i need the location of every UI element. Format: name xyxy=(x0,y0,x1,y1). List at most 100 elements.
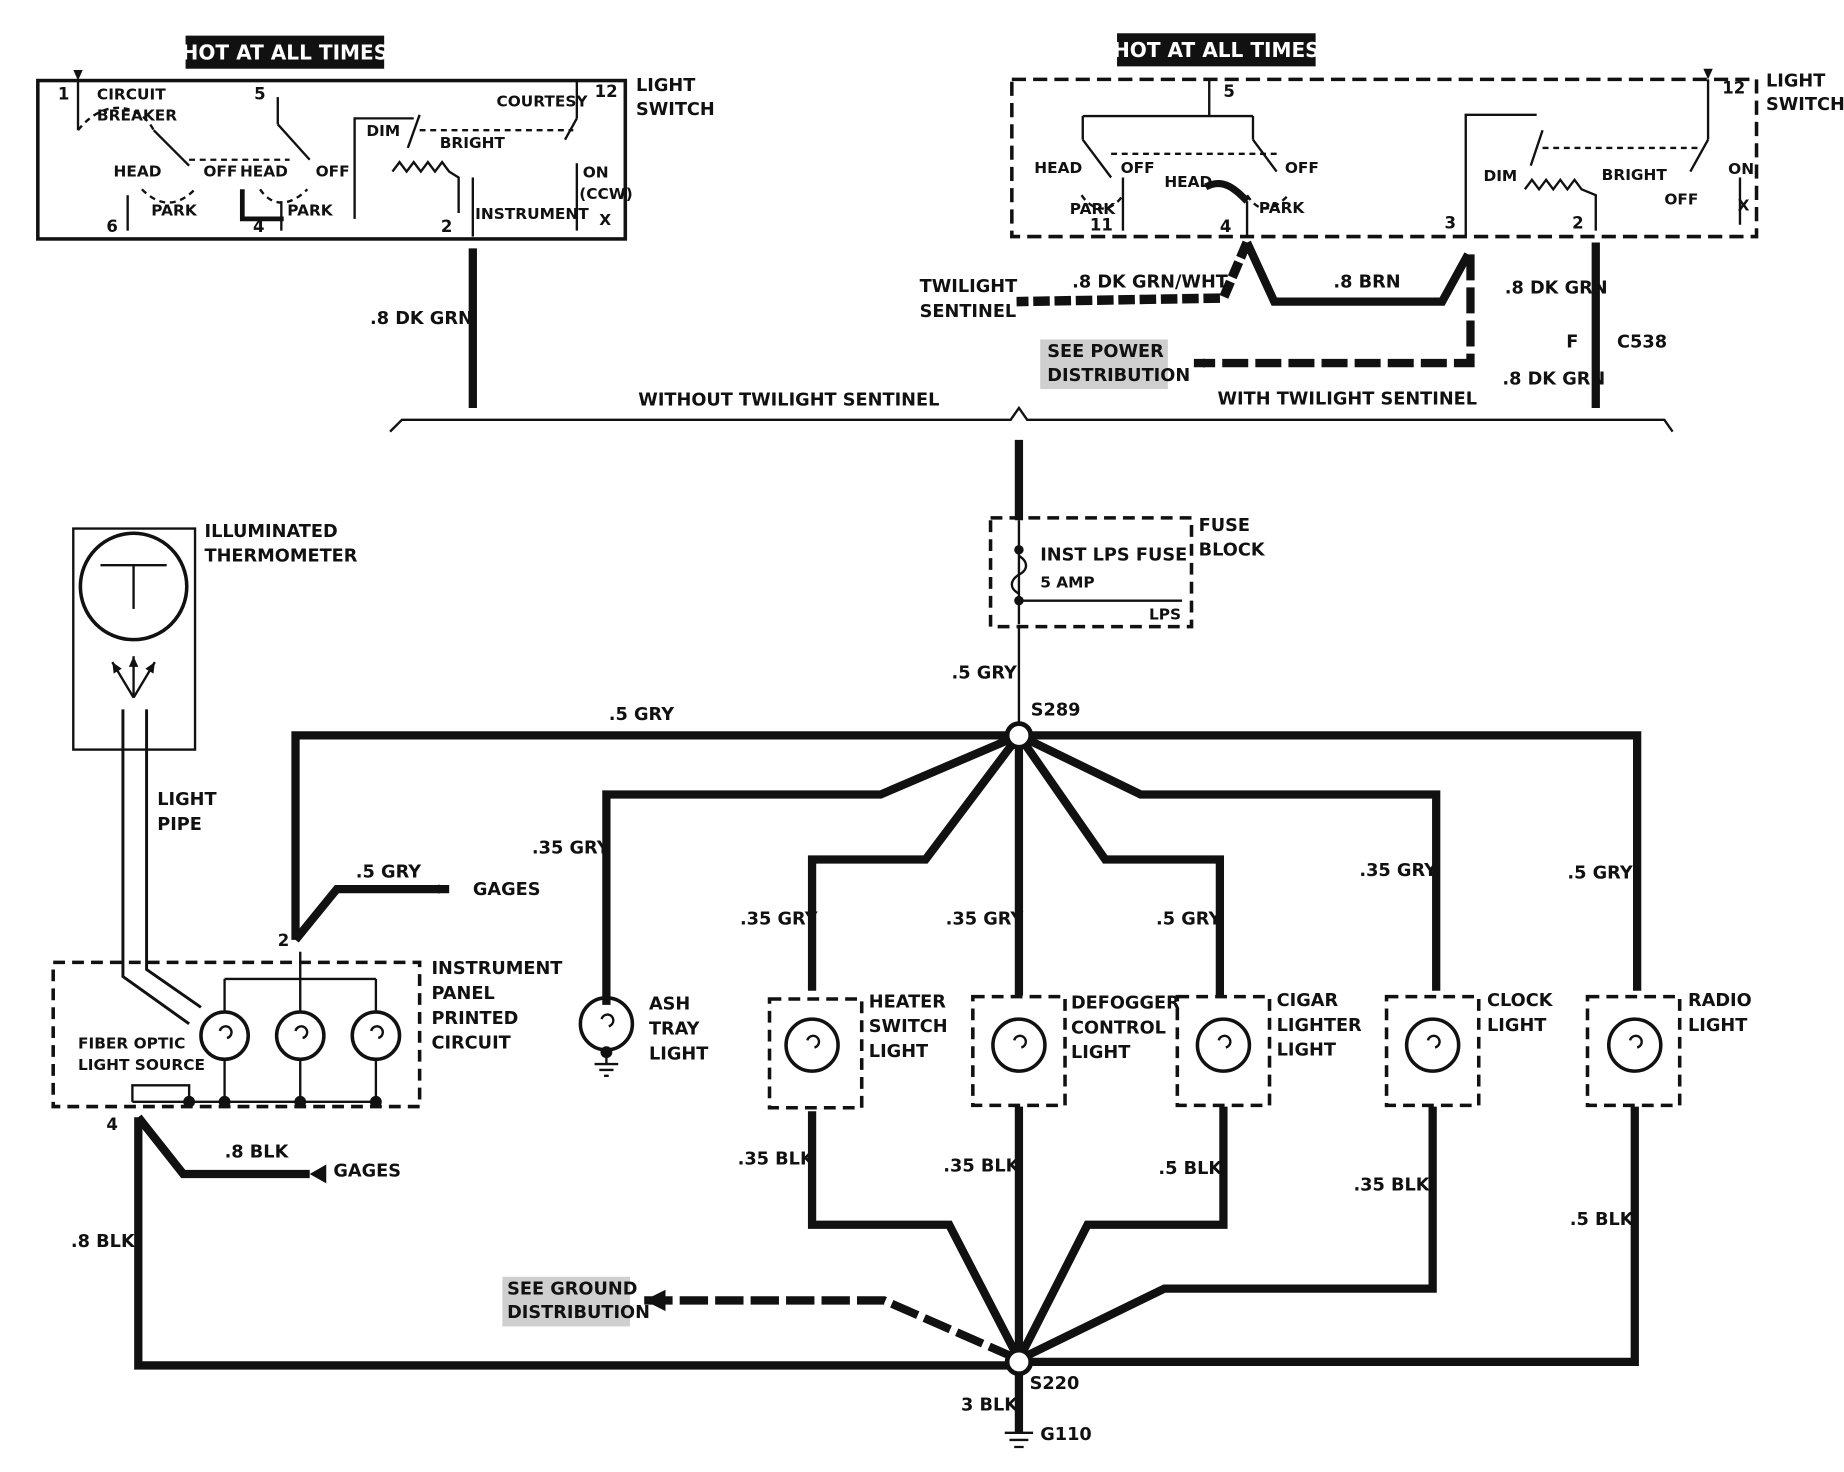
pin-6: 6 xyxy=(106,217,118,236)
ipc-bulb-2 xyxy=(274,978,326,1108)
wire-5-blk-cigar-label: .5 BLK xyxy=(1158,1159,1223,1179)
wire-5-blk-cigar xyxy=(1015,1106,1228,1362)
fuse-block: INST LPS FUSE 5 AMP LPS FUSE BLOCK xyxy=(988,516,1266,629)
wire-8-dk-grn-wht xyxy=(1016,240,1252,307)
heater-l3: LIGHT xyxy=(869,1042,928,1062)
ash-l1: ASH xyxy=(649,995,690,1015)
defog-l3: LIGHT xyxy=(1071,1043,1130,1063)
ash-l3: LIGHT xyxy=(649,1044,708,1064)
wire-35-gry-heater-label: .35 GRY xyxy=(740,910,818,930)
off-label-2: OFF xyxy=(316,162,350,180)
pin-5-left: 5 xyxy=(254,84,266,103)
wire-see-power xyxy=(1193,254,1475,368)
instrument-panel-printed-circuit: FIBER OPTIC LIGHT SOURCE 2 4 INSTRUMENT … xyxy=(51,931,562,1134)
radio-l1: RADIO xyxy=(1688,991,1752,1011)
wire-8-dk-grn-wht-label: .8 DK GRN/WHT xyxy=(1072,272,1228,292)
light-pipe-l2: PIPE xyxy=(157,815,202,835)
head-label-1: HEAD xyxy=(113,162,161,180)
fuse-block-l1: FUSE xyxy=(1199,516,1250,536)
light-switch-right-l1: LIGHT xyxy=(1766,71,1825,91)
bright-label-right: BRIGHT xyxy=(1602,166,1668,184)
wire-8-blk-left-label: .8 BLK xyxy=(71,1232,136,1252)
heater-l2: SWITCH xyxy=(869,1017,948,1037)
ipc-l3: PRINTED xyxy=(431,1009,518,1029)
splice-s289-dot xyxy=(1004,721,1034,750)
see-power-l2: DISTRIBUTION xyxy=(1047,366,1190,386)
x-label-right: X xyxy=(1738,197,1750,215)
lps-label: LPS xyxy=(1149,606,1181,624)
twilight-label: TWILIGHT xyxy=(920,277,1018,297)
radio-light: RADIO LIGHT xyxy=(1585,991,1752,1108)
wire-35-gry-heater xyxy=(807,732,1023,991)
wire-35-gry-defog-label: .35 GRY xyxy=(946,910,1024,930)
pin-2-right: 2 xyxy=(1572,213,1584,232)
clock-l2: LIGHT xyxy=(1487,1016,1546,1036)
park-label-1: PARK xyxy=(151,201,198,219)
wire-35-gry-clock xyxy=(1017,731,1441,991)
gages-bottom-connector xyxy=(309,1164,327,1184)
wire-5-gry-fuse-label: .5 GRY xyxy=(952,664,1017,684)
wire-5-gry-gages xyxy=(292,884,450,943)
clock-light: CLOCK LIGHT xyxy=(1384,991,1554,1108)
head-label-r2: HEAD xyxy=(1164,173,1212,191)
wire-5-gry-cigar xyxy=(1015,733,1225,996)
heater-l1: HEATER xyxy=(869,992,946,1012)
s289-label: S289 xyxy=(1031,700,1081,720)
wire-8-dk-grn-r2-label: .8 DK GRN xyxy=(1502,369,1605,389)
option-brace xyxy=(389,405,1674,433)
wire-8-brn-label: .8 BRN xyxy=(1333,272,1400,292)
fuse-block-l2: BLOCK xyxy=(1199,541,1266,561)
pin-11: 11 xyxy=(1090,216,1113,235)
wire-35-blk-heater-label: .35 BLK xyxy=(738,1149,815,1169)
pin-4-right: 4 xyxy=(1220,217,1232,236)
pin-12-left: 12 xyxy=(595,82,618,101)
wire-5-gry-radio xyxy=(1018,731,1642,991)
wire-35-blk-clock xyxy=(1017,1106,1437,1364)
clock-l1: CLOCK xyxy=(1487,991,1554,1011)
ground-g110-symbol xyxy=(1004,1431,1034,1449)
off-label-r1: OFF xyxy=(1121,159,1155,177)
wire-5-gry-radio-label: .5 GRY xyxy=(1567,863,1632,883)
light-switch-left: HOT AT ALL TIMES 1 CIRCUIT BREAKER 5 COU… xyxy=(36,35,715,241)
off-label-r3: OFF xyxy=(1664,191,1698,209)
courtesy-label: COURTESY xyxy=(496,93,588,111)
circuit-label: CIRCUIT xyxy=(97,85,166,103)
wire-8-brn xyxy=(1243,240,1472,306)
ipc-bulb-1 xyxy=(199,978,251,1108)
wire-8-blk-gages-label: .8 BLK xyxy=(225,1142,290,1162)
wire-35-gry-clock-label: .35 GRY xyxy=(1359,861,1437,881)
pin-1: 1 xyxy=(58,84,70,103)
radio-l2: LIGHT xyxy=(1688,1016,1747,1036)
head-label-r1: HEAD xyxy=(1034,159,1082,177)
x-label-left: X xyxy=(599,211,611,229)
hot-at-all-times-left: HOT AT ALL TIMES xyxy=(182,40,389,64)
wire-5-gry-top-label: .5 GRY xyxy=(609,705,674,725)
off-label-r2: OFF xyxy=(1285,159,1319,177)
illuminated-thermometer: ILLUMINATED THERMOMETER xyxy=(72,522,358,751)
fuse-amp-label: 5 AMP xyxy=(1040,574,1094,592)
see-power-l1: SEE POWER xyxy=(1047,342,1164,362)
hot-at-all-times-right: HOT AT ALL TIMES xyxy=(1113,38,1320,62)
park-label-r1: PARK xyxy=(1070,200,1117,218)
sentinel-label: SENTINEL xyxy=(920,302,1017,322)
light-pipe xyxy=(121,709,202,1026)
inst-lps-fuse-label: INST LPS FUSE xyxy=(1040,545,1187,565)
s220-label: S220 xyxy=(1030,1374,1080,1394)
head-label-2: HEAD xyxy=(240,162,288,180)
wire-35-blk-defog-label: .35 BLK xyxy=(943,1157,1020,1177)
wire-8-dk-grn-r1-label: .8 DK GRN xyxy=(1505,278,1608,298)
cigar-l1: CIGAR xyxy=(1277,991,1339,1011)
gages-top-label: GAGES xyxy=(473,880,541,900)
fiber-optic-l2: LIGHT SOURCE xyxy=(78,1056,205,1074)
cigar-l3: LIGHT xyxy=(1277,1041,1336,1061)
wire-5-blk-radio-label: .5 BLK xyxy=(1570,1210,1635,1230)
wire-35-blk-clock-label: .35 BLK xyxy=(1353,1175,1430,1195)
wire-3-blk-label: 3 BLK xyxy=(961,1395,1019,1415)
pin-12-right: 12 xyxy=(1722,79,1745,98)
thermometer-l2: THERMOMETER xyxy=(204,547,357,567)
ipc-l1: INSTRUMENT xyxy=(431,959,562,979)
ipc-pin-2: 2 xyxy=(278,931,290,950)
ash-l2: TRAY xyxy=(649,1019,700,1039)
connector-c538: C538 xyxy=(1617,333,1667,353)
breaker-label: BREAKER xyxy=(97,107,177,125)
